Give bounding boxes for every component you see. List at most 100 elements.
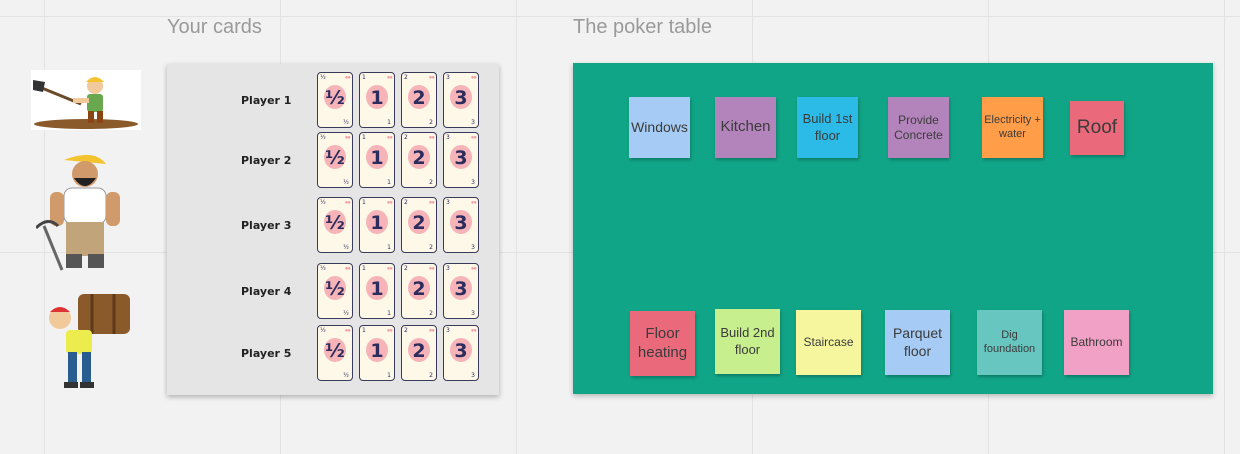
card-value: 1 — [370, 278, 384, 300]
sticky-note[interactable]: Parquet floor — [885, 310, 950, 375]
card-blob — [408, 276, 430, 300]
card-dots-icon: ●● — [344, 328, 351, 334]
player-label: Player 2 — [241, 154, 292, 167]
card-corner-bottom: 1 — [387, 372, 391, 379]
card-value: 1 — [370, 147, 384, 169]
card-value: 2 — [412, 340, 426, 362]
card-dots-icon: ●● — [470, 328, 477, 334]
card-value: ½ — [325, 212, 345, 234]
card-corner-top: ½ — [320, 74, 326, 81]
player-label: Player 1 — [241, 94, 292, 107]
card-corner-top: 1 — [362, 74, 366, 81]
card-dots-icon: ●● — [386, 135, 393, 141]
card-corner-bottom: 3 — [471, 119, 475, 126]
card-dots-icon: ●● — [470, 135, 477, 141]
card-blob — [324, 85, 346, 109]
card-blob — [324, 145, 346, 169]
card-corner-top: 3 — [446, 327, 450, 334]
card-blob — [324, 338, 346, 362]
card-blob — [450, 338, 472, 362]
poker-table-frame-title: The poker table — [573, 16, 712, 38]
worker-carrying-barrel-icon[interactable] — [40, 290, 136, 394]
card-blob — [450, 210, 472, 234]
sticky-note[interactable]: Provide Concrete — [888, 97, 949, 158]
card-corner-bottom: 2 — [429, 372, 433, 379]
sticky-note[interactable]: Roof — [1070, 101, 1124, 155]
card-corner-top: 3 — [446, 74, 450, 81]
digging-worker-icon[interactable] — [31, 70, 141, 130]
card-corner-top: 3 — [446, 199, 450, 206]
sticky-note[interactable]: Bathroom — [1064, 310, 1129, 375]
poker-table: Windows Kitchen Build 1st floor Provide Con… — [573, 63, 1213, 394]
card-corner-top: 1 — [362, 199, 366, 206]
card-corner-bottom: 3 — [471, 179, 475, 186]
card-dots-icon: ●● — [470, 266, 477, 272]
card-value: 3 — [454, 147, 468, 169]
card-corner-bottom: 2 — [429, 310, 433, 317]
card-dots-icon: ●● — [344, 266, 351, 272]
card-corner-top: ½ — [320, 327, 326, 334]
sticky-note[interactable]: Windows — [629, 97, 690, 158]
card-value: 1 — [370, 212, 384, 234]
card-dots-icon: ●● — [470, 200, 477, 206]
card-blob — [450, 145, 472, 169]
card-blob — [324, 210, 346, 234]
sticky-note[interactable]: Dig foundation — [977, 310, 1042, 375]
card-dots-icon: ●● — [344, 200, 351, 206]
card-corner-bottom: ½ — [343, 310, 349, 317]
sticky-note[interactable]: Build 2nd floor — [715, 309, 780, 374]
player-label: Player 3 — [241, 219, 292, 232]
card-dots-icon: ●● — [386, 266, 393, 272]
card-corner-bottom: 3 — [471, 372, 475, 379]
worker-with-pickaxe-icon[interactable] — [34, 150, 136, 280]
card-dots-icon: ●● — [344, 135, 351, 141]
card-value: 3 — [454, 212, 468, 234]
card-value: ½ — [325, 147, 345, 169]
sticky-note[interactable]: Floor heating — [630, 311, 695, 376]
card-blob — [408, 145, 430, 169]
card-blob — [450, 276, 472, 300]
card-blob — [324, 276, 346, 300]
card-corner-bottom: 2 — [429, 244, 433, 251]
card-corner-bottom: ½ — [343, 244, 349, 251]
sticky-note[interactable]: Kitchen — [715, 97, 776, 158]
card-corner-top: 1 — [362, 134, 366, 141]
card-corner-bottom: 2 — [429, 179, 433, 186]
sticky-note[interactable]: Electricity + water — [982, 97, 1043, 158]
card-blob — [366, 210, 388, 234]
card-corner-top: 3 — [446, 134, 450, 141]
card-blob — [450, 85, 472, 109]
card-dots-icon: ●● — [428, 328, 435, 334]
card-value: 2 — [412, 147, 426, 169]
card-value: 2 — [412, 278, 426, 300]
card-dots-icon: ●● — [386, 328, 393, 334]
card-corner-bottom: 3 — [471, 244, 475, 251]
player-label: Player 4 — [241, 285, 292, 298]
card-corner-top: ½ — [320, 134, 326, 141]
sticky-note[interactable]: Staircase — [796, 310, 861, 375]
sticky-note[interactable]: Build 1st floor — [797, 97, 858, 158]
card-dots-icon: ●● — [386, 75, 393, 81]
card-dots-icon: ●● — [428, 200, 435, 206]
